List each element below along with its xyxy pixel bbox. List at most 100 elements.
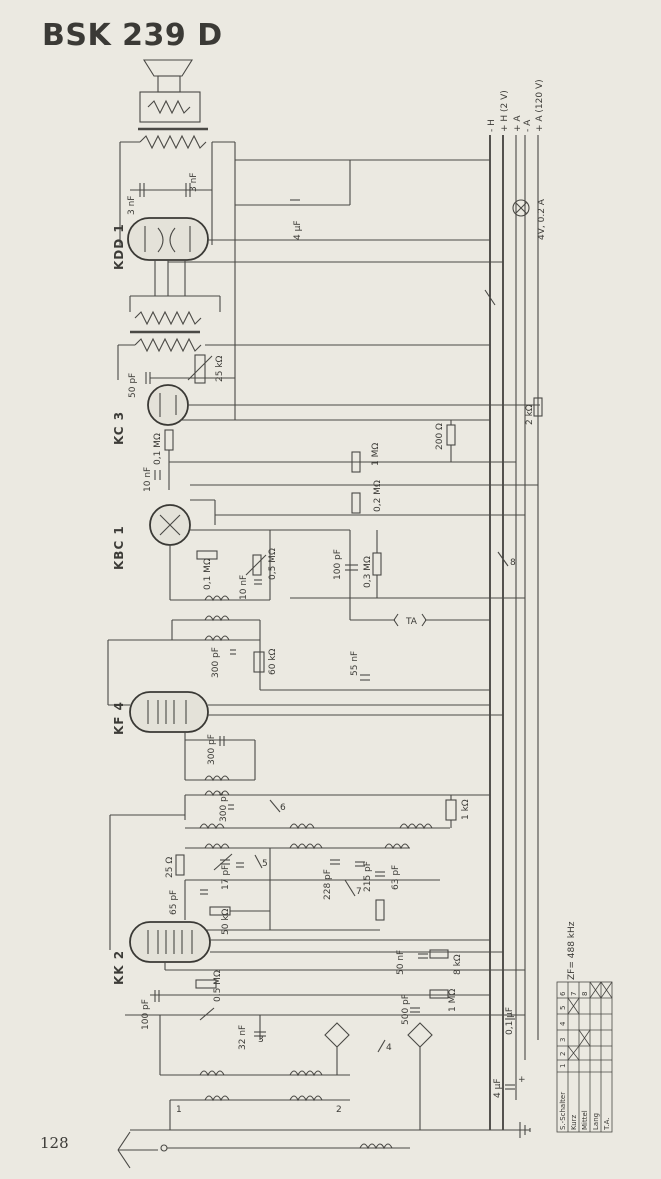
switch-num-8: 8 xyxy=(510,558,516,568)
switch-num-4: 4 xyxy=(386,1043,392,1053)
rail-labels: - H + H (2 V) + A - A + A (120 V) xyxy=(487,79,545,132)
tube-label-kf4: KF 4 xyxy=(112,701,126,735)
tube-label-kbc1: KBC 1 xyxy=(112,525,126,570)
switch-numbers: 1 2 3 4 5 6 7 8 xyxy=(176,558,516,1115)
r-60kohm-label: 60 kΩ xyxy=(268,648,278,675)
c-300pf-c-label: 300 pF xyxy=(219,791,229,822)
switch-num-5: 5 xyxy=(262,859,268,869)
c-32nf-label: 32 nF xyxy=(238,1025,248,1050)
page-number: 128 xyxy=(40,1134,69,1152)
rail-label-4: + A (120 V) xyxy=(535,79,545,132)
rail-label-3: - A xyxy=(523,119,533,132)
tube-kk2: KK 2 50 nF 8 kΩ xyxy=(109,814,525,985)
tube-label-kdd1: KDD 1 xyxy=(112,223,126,270)
r-02mohm-label: 0,2 MΩ xyxy=(373,480,383,512)
r-50kohm-label: 50 kΩ xyxy=(221,908,231,935)
tube-label-kk2: KK 2 xyxy=(112,950,126,985)
driver-transformer xyxy=(117,295,490,380)
if-stage-network: 300 pF 60 kΩ 55 nF xyxy=(107,615,490,706)
tube-kbc1: KBC 1 0,1 MΩ 0,5 MΩ 10 nF xyxy=(112,499,350,602)
volume-pot: 25 kΩ 50 pF xyxy=(128,354,235,398)
r-01mohm-b-label: 0,1 MΩ xyxy=(203,558,213,590)
switch-num-3: 3 xyxy=(258,1035,264,1045)
table-col-7: 8 xyxy=(581,992,589,996)
c-100pf-label: 100 pF xyxy=(333,549,343,580)
r-200ohm-label: 200 Ω xyxy=(435,423,445,450)
c-63pf-label: 63 pF xyxy=(391,865,401,890)
r-03mohm-label: 0,3 MΩ xyxy=(363,556,373,588)
input-network: 0,5 MΩ 100 pF 500 pF 1 MΩ 0,1 µF 32 nF xyxy=(117,970,531,1169)
pilot-lamp: 4V, 0.2 A xyxy=(512,198,547,240)
c-4uf-label: 4 µF xyxy=(293,221,303,241)
c-17pf-label: 17 pF xyxy=(221,865,231,890)
table-row-2: Mittel xyxy=(581,1110,589,1130)
tube-kf4: KF 4 300 pF xyxy=(112,691,503,782)
r-25kohm-label: 25 kΩ xyxy=(215,355,225,382)
table-col-1: 2 xyxy=(559,1052,567,1056)
rail-label-2: + A xyxy=(513,115,523,132)
c-300pf-label: 300 pF xyxy=(211,647,221,678)
c-10nf-label: 10 nF xyxy=(143,467,153,492)
table-col-2: 3 xyxy=(559,1038,567,1042)
kf4-envelope xyxy=(129,691,209,733)
table-row-4: T.A. xyxy=(603,1117,611,1131)
diagram-title: BSK 239 D xyxy=(42,18,223,53)
table-row-0: S.-Schalter xyxy=(559,1092,567,1130)
table-row-3: Lang xyxy=(592,1113,600,1130)
if-frequency-note: ZF= 488 kHz xyxy=(567,921,577,980)
loudspeaker xyxy=(139,59,201,123)
r-1mohm-label: 1 MΩ xyxy=(371,443,381,466)
r-1kohm-label: 1 kΩ xyxy=(461,799,471,820)
r-1mohm-b-label: 1 MΩ xyxy=(448,989,458,1012)
table-col-6: 7 xyxy=(570,992,578,996)
r-05mohm-label: 0,5 MΩ xyxy=(268,548,278,580)
ta-label: TA xyxy=(405,617,418,627)
kdd1-envelope xyxy=(127,217,209,261)
switch-table: S.-Schalter Kurz Mittel Lang T.A. 1 2 3 … xyxy=(556,981,613,1133)
c-4uf-b-label: 4 µF xyxy=(493,1079,503,1099)
c-3nf-a-label: 3 nF xyxy=(127,196,137,215)
c-55nf-label: 55 nF xyxy=(350,651,360,676)
r-05mohm-b-label: 0,5 MΩ xyxy=(213,970,223,1002)
tube-kc3: KC 3 2 kΩ xyxy=(112,384,543,445)
power-rails xyxy=(489,135,539,1130)
rail-label-1: + H (2 V) xyxy=(500,90,510,132)
c-500pf-label: 500 pF xyxy=(401,994,411,1025)
switch-num-6: 6 xyxy=(280,803,286,813)
output-transformer xyxy=(120,127,236,420)
c-01uf-label: 0,1 µF xyxy=(505,1007,515,1035)
c-65pf-label: 65 pF xyxy=(169,890,179,915)
c-300pf-b-label: 300 pF xyxy=(207,734,217,765)
r-2kohm-label: 2 kΩ xyxy=(525,404,535,425)
table-col-4: 5 xyxy=(559,1006,567,1010)
c-50pf-label: 50 pF xyxy=(128,373,138,398)
kk2-envelope xyxy=(129,921,211,963)
table-col-0: 1 xyxy=(559,1064,567,1068)
coupling-network: 0,1 MΩ 200 Ω 1 MΩ 10 nF 0,2 MΩ xyxy=(143,420,538,516)
table-col-3: 4 xyxy=(559,1021,567,1026)
switch-num-1: 1 xyxy=(176,1105,182,1115)
table-col-5: 6 xyxy=(559,991,567,996)
c-3nf-b-label: 3 nF xyxy=(189,173,199,192)
c-10nf-b-label: 10 nF xyxy=(239,575,249,600)
c-228pf-label: 228 pF xyxy=(323,869,333,900)
kc3-envelope xyxy=(147,384,189,426)
r-01mohm-label: 0,1 MΩ xyxy=(153,433,163,465)
switch-num-2: 2 xyxy=(336,1105,342,1115)
tube-kdd1: KDD 1 xyxy=(112,217,503,296)
mixer-network: 300 pF 1 kΩ 25 Ω 17 pF xyxy=(165,790,490,935)
detector-load: 100 pF 0,3 MΩ TA xyxy=(290,530,525,627)
c-215pf-label: 215 pF xyxy=(363,861,373,892)
plus-sign: + xyxy=(518,1075,526,1085)
tube-label-kc3: KC 3 xyxy=(112,411,126,445)
r-25ohm-label: 25 Ω xyxy=(165,857,175,878)
r-8kohm-label: 8 kΩ xyxy=(453,954,463,975)
output-stage-wiring: 3 nF 3 nF 4 µF xyxy=(119,142,490,245)
switch-num-7: 7 xyxy=(356,887,362,897)
c-50nf-label: 50 nF xyxy=(396,950,406,975)
rail-label-0: - H xyxy=(487,119,497,132)
table-row-1: Kurz xyxy=(570,1114,578,1130)
pilot-lamp-label: 4V, 0.2 A xyxy=(537,198,547,240)
